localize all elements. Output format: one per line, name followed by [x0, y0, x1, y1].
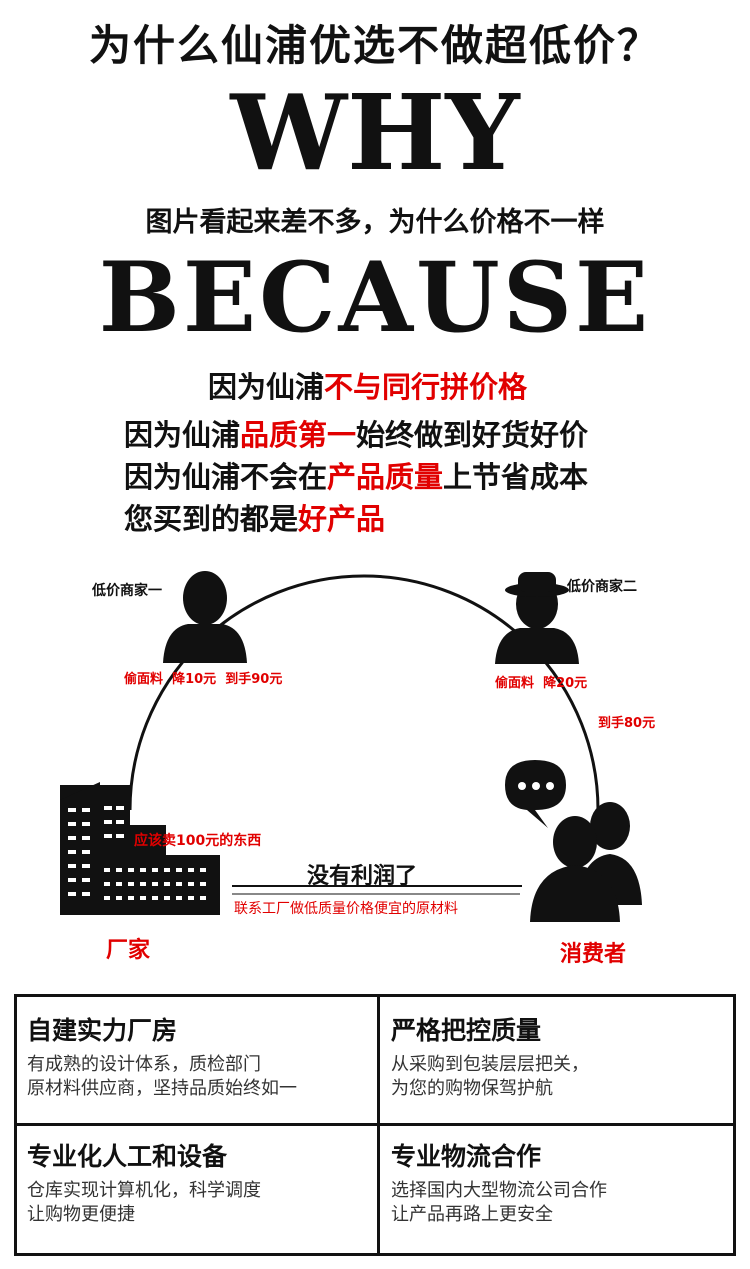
reason-3-suffix: 上节省成本 — [443, 460, 589, 494]
reason-line-1: 因为仙浦不与同行拼价格 — [208, 364, 527, 406]
m1-note-c: 到手90元 — [225, 672, 283, 687]
merchant-two-icon — [495, 572, 579, 664]
reason-2-prefix: 因为仙浦 — [124, 418, 241, 452]
feature-line: 从采购到包装层层把关， — [391, 1054, 589, 1075]
factory-label: 厂家 — [106, 938, 151, 963]
feature-line: 原材料供应商，坚持品质始终如一 — [27, 1078, 297, 1099]
m2-note-c: 到手80元 — [598, 716, 656, 731]
contact-note: 联系工厂做低质量价格便宜的原材料 — [234, 901, 458, 917]
feature-grid: 自建实力厂房 有成熟的设计体系，质检部门 原材料供应商，坚持品质始终如一 严格把… — [14, 994, 736, 1256]
merchant-one-icon — [163, 571, 247, 663]
reason-1-prefix: 因为仙浦 — [208, 370, 325, 404]
consumer-label: 消费者 — [560, 942, 627, 967]
reason-line-2: 因为仙浦品质第一始终做到好货好价 — [124, 412, 588, 454]
feature-title: 专业物流合作 — [391, 1142, 542, 1171]
subtitle: 图片看起来差不多，为什么价格不一样 — [145, 207, 605, 238]
merchant-two-label: 低价商家二 — [567, 579, 637, 595]
factory-note: 应该卖100元的东西 — [134, 833, 262, 849]
feature-line: 选择国内大型物流公司合作 — [391, 1180, 607, 1201]
feature-cell-quality: 严格把控质量 从采购到包装层层把关， 为您的购物保驾护航 — [391, 1011, 589, 1101]
feature-line: 让购物更便捷 — [27, 1204, 135, 1225]
price-flow-diagram — [60, 571, 642, 922]
feature-line: 让产品再路上更安全 — [391, 1204, 553, 1225]
reason-2-highlight: 品质第一 — [240, 418, 357, 452]
reason-3-highlight: 产品质量 — [327, 460, 444, 494]
no-profit-text: 没有利润了 — [307, 864, 418, 889]
merchant-two-note: 偷面料 降20元 — [495, 672, 587, 691]
feature-line: 有成熟的设计体系，质检部门 — [27, 1054, 261, 1075]
feature-cell-factory: 自建实力厂房 有成熟的设计体系，质检部门 原材料供应商，坚持品质始终如一 — [27, 1011, 297, 1101]
reason-4-highlight: 好产品 — [298, 502, 386, 536]
grid-horizontal-divider — [17, 1123, 733, 1126]
merchant-one-label: 低价商家一 — [92, 583, 162, 599]
feature-cell-logistics: 专业物流合作 选择国内大型物流公司合作 让产品再路上更安全 — [391, 1137, 607, 1227]
reason-2-suffix: 始终做到好货好价 — [356, 418, 589, 452]
because-heading: BECAUSE — [98, 241, 652, 354]
feature-title: 专业化人工和设备 — [27, 1142, 228, 1171]
why-heading: WHY — [230, 71, 520, 194]
arc-line — [128, 574, 600, 811]
feature-cell-equipment: 专业化人工和设备 仓库实现计算机化，科学调度 让购物更便捷 — [27, 1137, 261, 1227]
feature-title: 自建实力厂房 — [27, 1016, 178, 1045]
reason-line-3: 因为仙浦不会在产品质量上节省成本 — [124, 454, 588, 496]
m1-note-b: 降10元 — [172, 672, 217, 687]
feature-title: 严格把控质量 — [391, 1016, 542, 1045]
consumer-icon — [505, 760, 642, 922]
reason-3-prefix: 因为仙浦不会在 — [124, 460, 328, 494]
reason-line-4: 您买到的都是好产品 — [124, 496, 385, 538]
m2-note-b: 降20元 — [543, 676, 588, 691]
reason-4-prefix: 您买到的都是 — [124, 502, 299, 536]
reason-1-highlight: 不与同行拼价格 — [324, 370, 528, 404]
factory-icon — [60, 782, 220, 915]
feature-line: 仓库实现计算机化，科学调度 — [27, 1180, 261, 1201]
page-title: 为什么仙浦优选不做超低价？ — [88, 21, 661, 70]
merchant-one-note: 偷面料 降10元 到手90元 — [124, 668, 282, 687]
m1-note-a: 偷面料 — [124, 672, 164, 687]
m2-note-a: 偷面料 — [495, 676, 535, 691]
feature-line: 为您的购物保驾护航 — [391, 1078, 553, 1099]
